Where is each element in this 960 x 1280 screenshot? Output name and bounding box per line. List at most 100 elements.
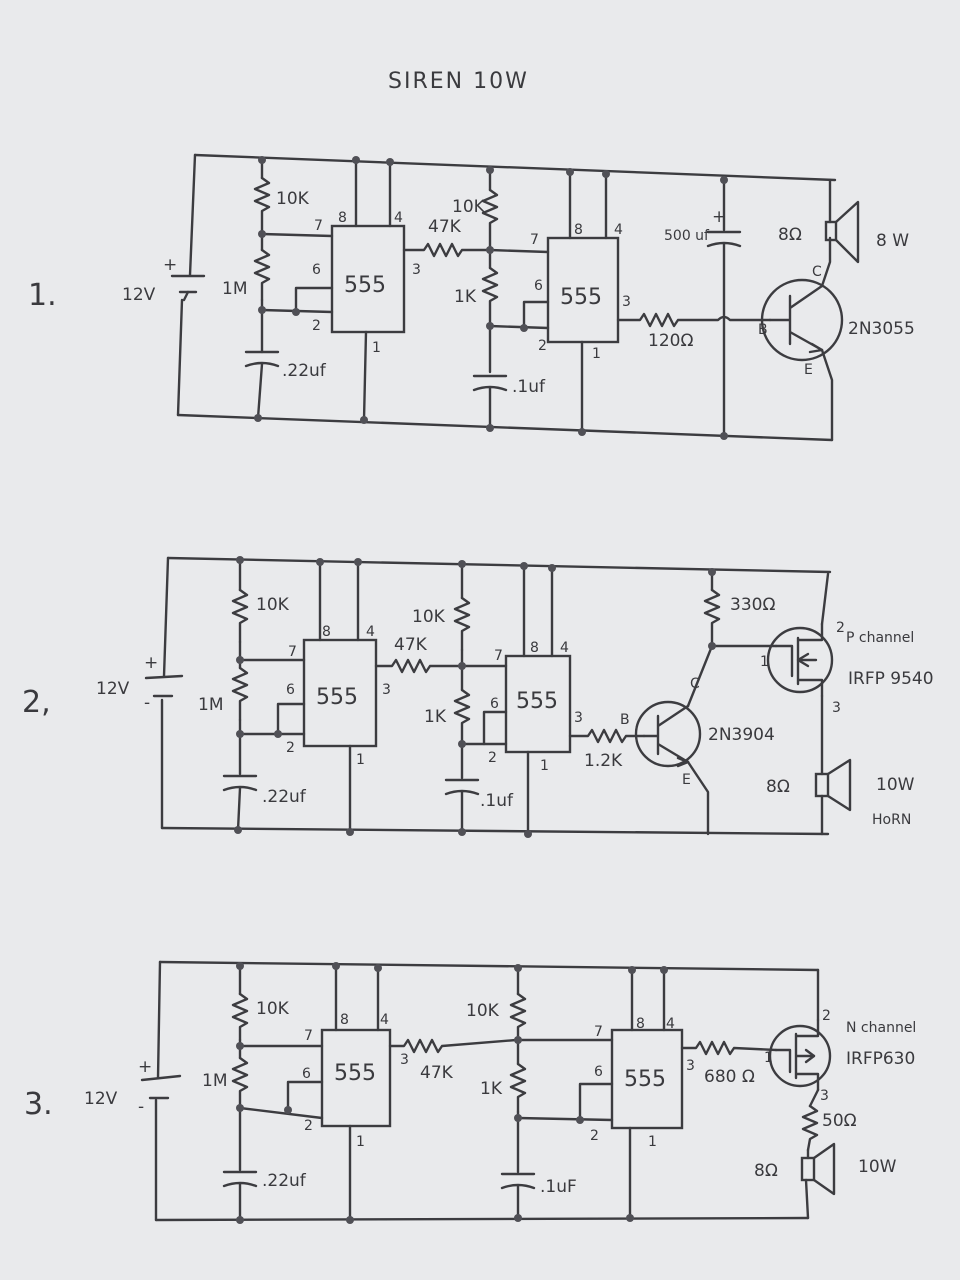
schematic-label: 2	[488, 750, 497, 766]
schematic-label: 4	[614, 222, 623, 238]
ic-555-3a	[320, 1028, 392, 1128]
circuit-2: 2, + - 12V 10K 1M .22uf 555 7 8 4 6 2	[22, 556, 934, 838]
schematic-label: 1	[540, 758, 549, 774]
schematic-label: 4	[366, 624, 375, 640]
speaker-2: 8Ω 10W HoRN	[766, 758, 915, 828]
schematic-label: 2N3055	[848, 319, 915, 339]
schematic-label: 7	[304, 1028, 313, 1044]
circuit-3-number: 3.	[24, 1087, 53, 1122]
svg-text:+: +	[144, 653, 158, 673]
schematic-label: 10K	[412, 607, 446, 627]
schematic-label: 4	[394, 210, 403, 226]
schematic-label: 120Ω	[648, 331, 693, 351]
schematic-label: 1	[764, 1050, 773, 1066]
schematic-label: .1uF	[540, 1177, 577, 1197]
schematic-label: 8	[340, 1012, 349, 1028]
circuit-1: 1. + 12V 10K 1M .22uf 555 7 8 4	[28, 153, 915, 442]
schematic-label: IRFP630	[846, 1049, 915, 1069]
schematic-label: .1uf	[512, 377, 546, 397]
battery-1: + 12V	[122, 255, 206, 305]
schematic-label: 1	[592, 346, 601, 362]
schematic-label: 3	[686, 1058, 695, 1074]
schematic-label: 3	[382, 682, 391, 698]
resistor-1m-1	[253, 248, 271, 302]
schematic-label: 10K	[452, 197, 486, 217]
schematic-label: 50Ω	[822, 1111, 857, 1131]
schematic-label: 4	[560, 640, 569, 656]
schematic-label: 2	[590, 1128, 599, 1144]
schematic-label: 3	[412, 262, 421, 278]
battery-3: + - 12V	[84, 1057, 182, 1117]
schematic-label: .22uf	[262, 1171, 307, 1191]
schematic-label: 8	[530, 640, 539, 656]
svg-text:-: -	[144, 693, 150, 713]
schematic-label: 2N3904	[708, 725, 775, 745]
schematic-label: 555	[624, 1067, 666, 1092]
circuit-1-number: 1.	[28, 278, 57, 313]
schematic-label: 1K	[424, 707, 447, 727]
schematic-label: 8Ω	[778, 225, 802, 245]
schematic-label: 1K	[480, 1079, 503, 1099]
schematic-label: 1	[648, 1134, 657, 1150]
page-title: SIREN 10W	[388, 69, 529, 94]
schematic-label: N channel	[846, 1020, 916, 1036]
schematic-label: 8	[338, 210, 347, 226]
schematic-label: 8Ω	[766, 777, 790, 797]
svg-text:+: +	[163, 255, 177, 275]
schematic-label: 1K	[454, 287, 477, 307]
schematic-label: 1M	[222, 279, 247, 299]
schematic-label: 10K	[466, 1001, 500, 1021]
schematic-label: 555	[560, 285, 602, 310]
circuit-2-number: 2,	[22, 685, 51, 720]
schematic-label: 10W	[876, 775, 915, 795]
schematic-label: 4	[666, 1016, 675, 1032]
schematic-label: 6	[302, 1066, 311, 1082]
svg-text:+: +	[712, 207, 726, 227]
schematic-label: 2	[836, 620, 845, 636]
schematic-label: 7	[530, 232, 539, 248]
schematic-label: 8	[636, 1016, 645, 1032]
schematic-label: 1M	[202, 1071, 227, 1091]
svg-text:+: +	[138, 1057, 152, 1077]
schematic-label: 47K	[420, 1063, 454, 1083]
mosfet-irfp630	[768, 1024, 832, 1088]
schematic-label: .22uf	[262, 787, 307, 807]
schematic-label: C	[690, 676, 700, 692]
ic-555-3b	[610, 1028, 684, 1130]
schematic-label: 2	[286, 740, 295, 756]
schematic-label: 3	[574, 710, 583, 726]
schematic-label: 500 uf	[664, 228, 710, 244]
schematic-label: B	[620, 712, 630, 728]
schematic-label: 8Ω	[754, 1161, 778, 1181]
speaker-1: 8Ω 8 W	[778, 200, 909, 264]
schematic-label: 1	[372, 340, 381, 356]
schematic-label: 8	[574, 222, 583, 238]
schematic-label: 10W	[858, 1157, 897, 1177]
schematic-label: 555	[344, 273, 386, 298]
schematic-label: 3	[820, 1088, 829, 1104]
schematic-label: 3	[832, 700, 841, 716]
transistor-2n3904	[634, 700, 702, 768]
schematic-label: 555	[516, 689, 558, 714]
schematic-label: 47K	[394, 635, 428, 655]
schematic-label: IRFP 9540	[848, 669, 934, 689]
schematic-label: 1	[760, 654, 769, 670]
schematic-label: 6	[286, 682, 295, 698]
ic-555-2a	[302, 638, 378, 748]
schematic-label: 7	[494, 648, 503, 664]
schematic-label: 555	[334, 1061, 376, 1086]
ic-555-2b	[504, 654, 572, 754]
schematic-label: 7	[594, 1024, 603, 1040]
schematic-label: 10K	[256, 999, 290, 1019]
schematic-label: 330Ω	[730, 595, 775, 615]
schematic-label: HoRN	[872, 812, 911, 828]
schematic-label: 6	[594, 1064, 603, 1080]
schematic-label: 4	[380, 1012, 389, 1028]
schematic-label: 680 Ω	[704, 1067, 755, 1087]
schematic-label: 1	[356, 752, 365, 768]
schematic-label: 2	[304, 1118, 313, 1134]
schematic-label: 6	[490, 696, 499, 712]
schematic-label: 2	[312, 318, 321, 334]
schematic-label: 1	[356, 1134, 365, 1150]
schematic-label: 3	[622, 294, 631, 310]
